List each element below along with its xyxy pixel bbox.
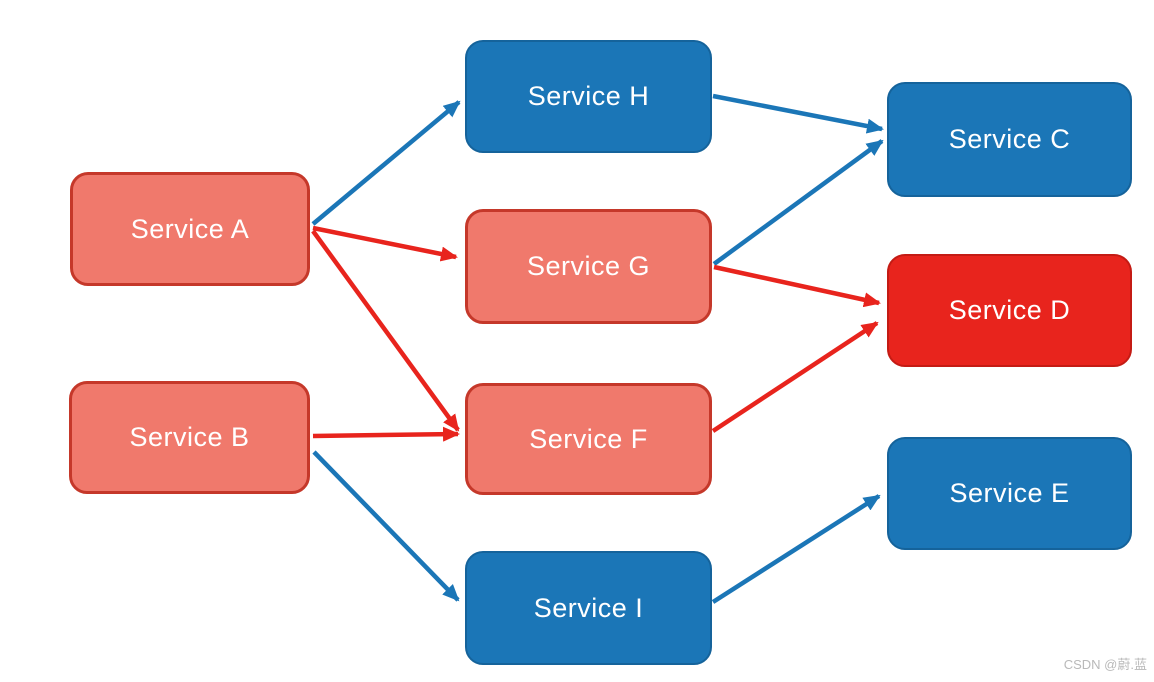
node-service-h-label: Service H — [527, 81, 650, 111]
node-service-b-label: Service B — [129, 422, 250, 452]
csdn-watermark: CSDN @蔚.蓝 — [1063, 657, 1147, 672]
edge-i-e — [711, 494, 881, 604]
edge-b-f — [312, 426, 460, 442]
node-service-i-label: Service I — [533, 592, 644, 623]
edge-g-d — [713, 264, 881, 308]
edge-a-f — [311, 229, 460, 432]
node-service-e-label: Service E — [949, 478, 1070, 508]
node-service-a-label: Service A — [130, 213, 250, 244]
node-service-h: Service H — [465, 40, 712, 153]
edge-a-h — [311, 100, 461, 226]
node-service-g: Service G — [465, 209, 712, 324]
node-service-b: Service B — [69, 381, 310, 494]
node-service-f-label: Service F — [529, 423, 648, 454]
node-service-e: Service E — [887, 437, 1132, 550]
node-service-c: Service C — [887, 82, 1132, 197]
edge-f-d — [711, 321, 879, 433]
node-service-c-label: Service C — [948, 124, 1071, 154]
edge-a-g — [312, 225, 458, 262]
node-service-i: Service I — [465, 551, 712, 665]
node-service-a: Service A — [70, 172, 310, 286]
node-service-d-label: Service D — [948, 295, 1071, 325]
node-service-g-label: Service G — [526, 251, 651, 281]
node-service-d: Service D — [887, 254, 1132, 367]
edge-h-c — [712, 93, 884, 134]
node-service-f: Service F — [465, 383, 712, 495]
edge-b-i — [312, 450, 460, 602]
edge-g-c — [712, 139, 884, 266]
